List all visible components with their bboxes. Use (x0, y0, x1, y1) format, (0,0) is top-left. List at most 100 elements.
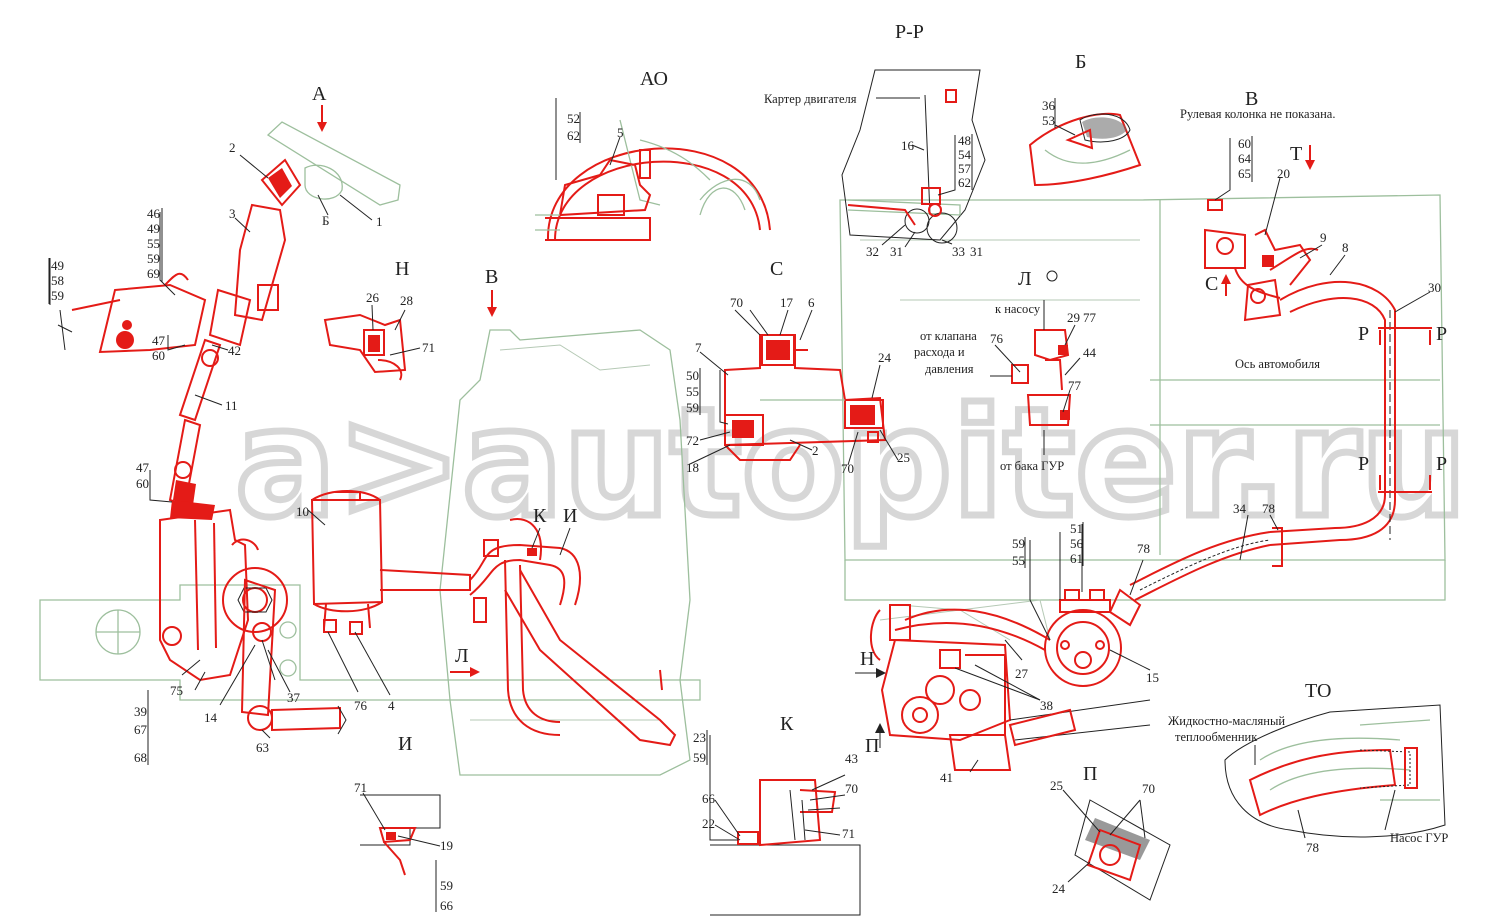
svg-text:7: 7 (695, 340, 702, 355)
svg-text:42: 42 (228, 343, 241, 358)
note-from-valve-3: давления (925, 362, 974, 376)
svg-text:38: 38 (1040, 698, 1053, 713)
svg-text:44: 44 (1083, 345, 1097, 360)
svg-text:22: 22 (702, 816, 715, 831)
svg-text:78: 78 (1137, 541, 1150, 556)
view-n-arrow-label: Н (860, 648, 874, 670)
svg-text:52: 52 (567, 111, 580, 126)
note-from-valve-2: расхода и (914, 345, 965, 359)
svg-text:62: 62 (958, 175, 971, 190)
svg-text:29: 29 (1067, 310, 1080, 325)
view-n (323, 313, 407, 381)
svg-text:59: 59 (686, 400, 699, 415)
svg-text:19: 19 (440, 838, 453, 853)
view-s-arrow-label: С (1205, 273, 1218, 295)
svg-text:30: 30 (1428, 280, 1441, 295)
svg-text:72: 72 (686, 433, 699, 448)
svg-text:8: 8 (1342, 240, 1349, 255)
svg-text:71: 71 (354, 780, 367, 795)
svg-text:71: 71 (422, 340, 435, 355)
svg-text:60: 60 (136, 476, 149, 491)
svg-text:28: 28 (400, 293, 413, 308)
svg-text:27: 27 (1015, 666, 1029, 681)
svg-text:1: 1 (376, 214, 383, 229)
note-heat-1: Жидкостно-масляный (1168, 714, 1285, 728)
svg-text:31: 31 (970, 244, 983, 259)
svg-text:67: 67 (134, 722, 148, 737)
svg-text:6: 6 (808, 295, 815, 310)
svg-text:48: 48 (958, 133, 971, 148)
section-r1: Р (1358, 323, 1369, 345)
column-bracket (1204, 199, 1319, 322)
svg-text:5: 5 (617, 125, 624, 140)
view-l-label: Л (1018, 268, 1032, 290)
svg-text:50: 50 (686, 368, 699, 383)
view-to (1224, 704, 1446, 838)
svg-text:55: 55 (1012, 553, 1025, 568)
svg-text:65: 65 (1238, 166, 1251, 181)
view-n-label: Н (395, 258, 409, 280)
svg-text:47: 47 (152, 333, 166, 348)
svg-text:57: 57 (958, 161, 972, 176)
note-to-pump: к насосу (995, 302, 1041, 316)
svg-text:32: 32 (866, 244, 879, 259)
svg-text:58: 58 (51, 273, 64, 288)
svg-text:15: 15 (1146, 670, 1159, 685)
svg-text:20: 20 (1277, 166, 1290, 181)
svg-text:70: 70 (845, 781, 858, 796)
view-i-bottom-label: И (398, 733, 412, 755)
notes: Картер двигателя Рулевая колонка не пока… (764, 92, 1448, 845)
svg-text:18: 18 (686, 460, 699, 475)
section-r2: Р (1436, 323, 1447, 345)
leader-lines (49, 97, 1431, 910)
svg-text:10: 10 (296, 504, 309, 519)
view-letters: А АО Р-Р Б В Н В С Л Т С К И Л И К П ТО … (312, 21, 1447, 785)
view-p-bottom-label: П (1083, 763, 1097, 785)
svg-text:78: 78 (1306, 840, 1319, 855)
view-l (990, 300, 1072, 455)
svg-text:24: 24 (878, 350, 892, 365)
svg-text:4: 4 (388, 698, 395, 713)
note-from-tank: от бака ГУР (1000, 459, 1064, 473)
svg-text:76: 76 (354, 698, 368, 713)
svg-text:55: 55 (147, 236, 160, 251)
svg-text:51: 51 (1070, 521, 1083, 536)
view-ao-label: АО (640, 68, 668, 90)
svg-text:46: 46 (147, 206, 161, 221)
view-b (1028, 112, 1142, 187)
svg-text:17: 17 (780, 295, 794, 310)
view-k-bottom-label: К (780, 713, 794, 735)
callout-numbers: 2 1 Б 3 46 49 55 59 69 49 58 59 47 60 42… (51, 98, 1441, 913)
view-l-arrow-label: Л (455, 645, 469, 667)
svg-text:60: 60 (152, 348, 165, 363)
svg-text:64: 64 (1238, 151, 1252, 166)
steering-gear (159, 500, 347, 735)
svg-text:59: 59 (147, 251, 160, 266)
svg-text:59: 59 (693, 750, 706, 765)
svg-text:61: 61 (1070, 551, 1083, 566)
svg-text:54: 54 (958, 147, 972, 162)
view-i (360, 794, 441, 876)
hoses-right (1044, 280, 1396, 687)
svg-text:70: 70 (1142, 781, 1155, 796)
power-steering-pump (870, 604, 1151, 771)
svg-text:53: 53 (1042, 113, 1055, 128)
note-column: Рулевая колонка не показана. (1180, 107, 1335, 121)
svg-text:77: 77 (1068, 378, 1082, 393)
svg-text:66: 66 (440, 898, 454, 913)
svg-text:70: 70 (730, 295, 743, 310)
view-p-arrow-label: П (865, 735, 879, 757)
view-rr (841, 69, 986, 244)
svg-text:47: 47 (136, 460, 150, 475)
svg-text:24: 24 (1052, 881, 1066, 896)
svg-text:11: 11 (225, 398, 238, 413)
section-markers (317, 105, 1432, 748)
svg-text:55: 55 (686, 384, 699, 399)
svg-text:63: 63 (256, 740, 269, 755)
view-p (1074, 799, 1171, 901)
note-heat-2: теплообменник (1175, 730, 1258, 744)
svg-text:25: 25 (1050, 778, 1063, 793)
note-from-valve-1: от клапана (920, 329, 977, 343)
view-i-label: И (563, 505, 577, 527)
svg-text:59: 59 (51, 288, 64, 303)
